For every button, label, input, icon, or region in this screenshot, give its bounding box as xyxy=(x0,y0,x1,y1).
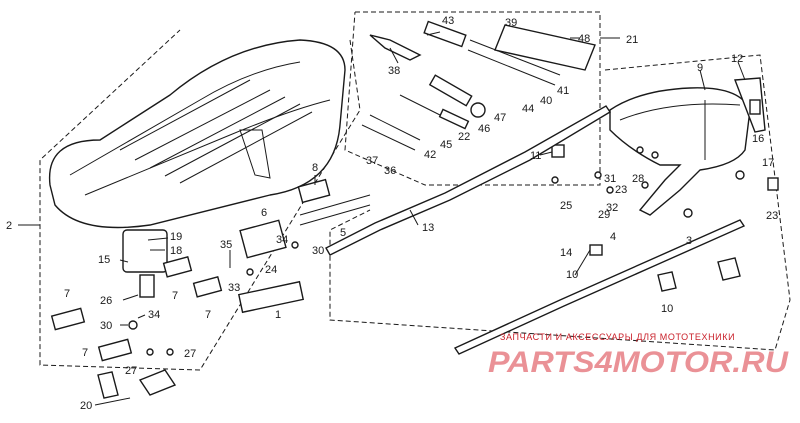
callout-label: 47 xyxy=(494,112,506,124)
callout-label: 45 xyxy=(440,139,452,151)
callout-label: 2 xyxy=(6,220,12,232)
callout-label: 46 xyxy=(478,123,490,135)
callout-label: 30 xyxy=(312,245,324,257)
callout-label: 15 xyxy=(98,254,110,266)
callout-label: 34 xyxy=(276,234,288,246)
callout-label: 14 xyxy=(560,247,572,259)
callout-label: 24 xyxy=(265,264,277,276)
callout-label: 7 xyxy=(64,288,70,300)
seat xyxy=(48,39,346,229)
callout-label: 21 xyxy=(626,34,638,46)
callout-label: 7 xyxy=(172,290,178,302)
callout-label: 5 xyxy=(340,227,346,239)
watermark-brand: PARTS4MOTOR.RU xyxy=(488,346,789,379)
callout-label: 22 xyxy=(458,131,470,143)
toolkit-frame xyxy=(344,11,620,186)
rear-cowl xyxy=(325,77,779,355)
callout-label: 18 xyxy=(170,245,182,257)
callout-label: 25 xyxy=(560,200,572,212)
callout-label: 10 xyxy=(566,269,578,281)
seat-group-frame xyxy=(18,29,361,371)
callout-label: 48 xyxy=(578,33,590,45)
callout-label: 36 xyxy=(384,165,396,177)
callout-label: 11 xyxy=(530,150,541,162)
callout-label: 30 xyxy=(100,320,112,332)
watermark: ЗАПЧАСТИ И АКСЕССУАРЫ ДЛЯ МОТОТЕХНИКИ PA… xyxy=(488,332,789,379)
callout-label: 19 xyxy=(170,231,182,243)
rear-cowl-frame xyxy=(329,54,791,351)
callout-label: 28 xyxy=(632,173,644,185)
callout-label: 3 xyxy=(686,235,692,247)
callout-label: 7 xyxy=(205,309,211,321)
callout-label: 6 xyxy=(261,207,267,219)
callout-label: 41 xyxy=(557,85,569,97)
callout-label: 34 xyxy=(148,309,160,321)
watermark-tagline: ЗАПЧАСТИ И АКСЕССУАРЫ ДЛЯ МОТОТЕХНИКИ xyxy=(500,332,735,342)
callout-label: 9 xyxy=(697,62,703,74)
callout-label: 27 xyxy=(184,348,196,360)
callout-label: 35 xyxy=(220,239,232,251)
callout-label: 10 xyxy=(661,303,673,315)
callout-labels: 2 7 7 7 7 8 6 5 15 18 19 26 30 34 33 24 … xyxy=(6,15,778,412)
callout-label: 13 xyxy=(422,222,434,234)
callout-label: 4 xyxy=(610,231,616,243)
callout-label: 26 xyxy=(100,295,112,307)
callout-label: 7 xyxy=(82,347,88,359)
callout-label: 42 xyxy=(424,149,436,161)
toolkit xyxy=(361,20,596,151)
seat-hardware xyxy=(50,175,371,399)
callout-label: 20 xyxy=(80,400,92,412)
callout-label: 37 xyxy=(366,155,378,167)
callout-label: 29 xyxy=(598,209,610,221)
callout-label: 33 xyxy=(228,282,240,294)
callout-label: 1 xyxy=(275,309,281,321)
callout-label: 17 xyxy=(762,157,774,169)
callout-label: 40 xyxy=(540,95,552,107)
callout-label: 16 xyxy=(752,133,764,145)
callout-label: 23 xyxy=(766,210,778,222)
callout-label: 32 xyxy=(606,202,618,214)
callout-label: 43 xyxy=(442,15,454,27)
callout-label: 39 xyxy=(505,17,517,29)
callout-label: 27 xyxy=(125,365,137,377)
callout-label: 38 xyxy=(388,65,400,77)
callout-label: 23 xyxy=(615,184,627,196)
callout-label: 12 xyxy=(731,53,743,65)
callout-label: 31 xyxy=(604,173,616,185)
callout-label: 8 xyxy=(312,162,318,174)
callout-label: 44 xyxy=(522,103,534,115)
leader-lines xyxy=(94,31,746,406)
